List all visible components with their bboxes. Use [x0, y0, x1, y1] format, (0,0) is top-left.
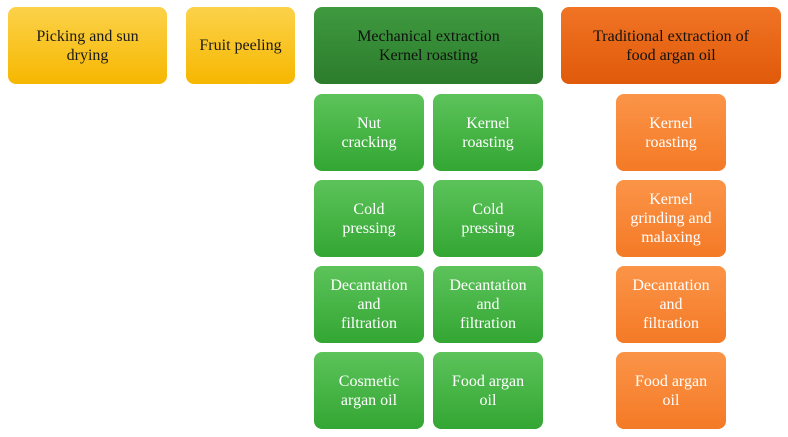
step-fruit-peeling: Fruit peeling: [186, 7, 295, 84]
mech-col1-step-4: Cosmetic argan oil: [314, 352, 424, 429]
mech-col1-step-2: Cold pressing: [314, 180, 424, 257]
mech-col2-step-1: Kernel roasting: [433, 94, 543, 171]
step-picking-and-sun-drying: Picking and sun drying: [8, 7, 167, 84]
trad-step-2: Kernel grinding and malaxing: [616, 180, 726, 257]
trad-step-1: Kernel roasting: [616, 94, 726, 171]
mech-col1-step-1: Nut cracking: [314, 94, 424, 171]
mech-col2-step-3: Decantation and filtration: [433, 266, 543, 343]
header-mechanical-extraction: Mechanical extraction Kernel roasting: [314, 7, 543, 84]
trad-step-3: Decantation and filtration: [616, 266, 726, 343]
mech-col1-step-3: Decantation and filtration: [314, 266, 424, 343]
trad-step-4: Food argan oil: [616, 352, 726, 429]
header-traditional-extraction: Traditional extraction of food argan oil: [561, 7, 781, 84]
mech-col2-step-4: Food argan oil: [433, 352, 543, 429]
mech-col2-step-2: Cold pressing: [433, 180, 543, 257]
